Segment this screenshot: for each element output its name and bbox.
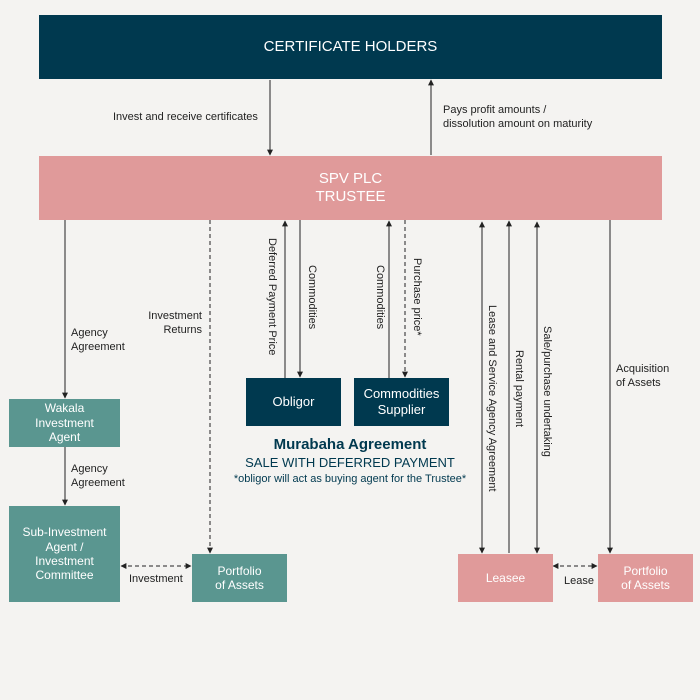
wakala-label-2: Investment <box>35 415 94 430</box>
certificate-holders-box: CERTIFICATE HOLDERS <box>39 15 662 79</box>
rental-payment-label: Rental payment <box>513 350 525 428</box>
sub-label-3: Investment <box>35 554 94 568</box>
investment-returns-line-1: Investment <box>148 310 202 322</box>
portfolio-left-label-2: of Assets <box>215 578 264 592</box>
investment-returns-line-2: Returns <box>163 324 202 337</box>
murabaha-block: Murabaha Agreement SALE WITH DEFERRED PA… <box>200 436 500 485</box>
pays-profit-label: Pays profit amounts / dissolution amount… <box>443 103 592 132</box>
commodities-supplier-box: Commodities Supplier <box>354 378 449 426</box>
sub-label-4: Committee <box>35 568 94 583</box>
deferred-payment-price-label: Deferred Payment Price <box>266 238 278 356</box>
spv-label: SPV PLC <box>318 170 383 187</box>
spv-trustee-box: SPV PLC TRUSTEE <box>39 156 662 220</box>
wakala-investment-agent-box: Wakala Investment Agent <box>9 399 120 447</box>
agency-bottom-line-1: Agency <box>71 463 108 475</box>
agency-agreement-bottom-label: Agency Agreement <box>71 462 125 491</box>
investment-label: Investment <box>129 573 183 585</box>
agency-bottom-line-2: Agreement <box>71 477 125 490</box>
purchase-price-label: Purchase price* <box>411 258 423 336</box>
acquisition-line-1: Acquisition <box>616 363 670 375</box>
commodities-supplier-label: Commodities <box>374 265 386 330</box>
portfolio-right-box: Portfolio of Assets <box>598 554 693 602</box>
sub-label-2: Agent / <box>45 539 84 554</box>
commodities-supplier-label-1: Commodities <box>363 386 440 402</box>
sub-investment-agent-box: Sub-Investment Agent / Investment Commit… <box>9 506 120 602</box>
leasee-label: Leasee <box>485 570 526 585</box>
portfolio-right-label-1: Portfolio <box>623 563 668 578</box>
pays-profit-line-2: dissolution amount on maturity <box>443 118 593 131</box>
obligor-box: Obligor <box>246 378 341 426</box>
agency-agreement-top-label: Agency Agreement <box>71 326 125 355</box>
portfolio-left-box: Portfolio of Assets <box>192 554 287 602</box>
acquisition-label: Acquisition of Assets <box>616 362 669 391</box>
murabaha-title: Murabaha Agreement <box>273 436 427 453</box>
agency-top-line-1: Agency <box>71 327 108 339</box>
obligor-label: Obligor <box>272 394 315 410</box>
sub-label-1: Sub-Investment <box>22 525 107 540</box>
commodities-obligor-label: Commodities <box>306 265 318 330</box>
trustee-label: TRUSTEE <box>315 188 386 205</box>
portfolio-right-label-2: of Assets <box>621 578 670 592</box>
pays-profit-line-1: Pays profit amounts / <box>443 104 547 116</box>
investment-returns-label: Investment Returns <box>140 309 202 338</box>
invest-receive-label: Invest and receive certificates <box>113 111 258 123</box>
agency-top-line-2: Agreement <box>71 341 125 354</box>
wakala-label-1: Wakala <box>44 401 85 416</box>
commodities-supplier-label-2: Supplier <box>377 402 426 417</box>
certificate-holders-label: CERTIFICATE HOLDERS <box>263 38 438 55</box>
lease-label: Lease <box>564 575 594 587</box>
portfolio-left-label-1: Portfolio <box>217 563 262 578</box>
leasee-box: Leasee <box>458 554 553 602</box>
acquisition-line-2: of Assets <box>616 377 661 390</box>
murabaha-note: *obligor will act as buying agent for th… <box>233 473 467 485</box>
wakala-label-3: Agent <box>48 430 81 445</box>
sale-purchase-label: Sale/purchase undertaking <box>541 326 553 457</box>
murabaha-subtitle: SALE WITH DEFERRED PAYMENT <box>245 455 455 470</box>
